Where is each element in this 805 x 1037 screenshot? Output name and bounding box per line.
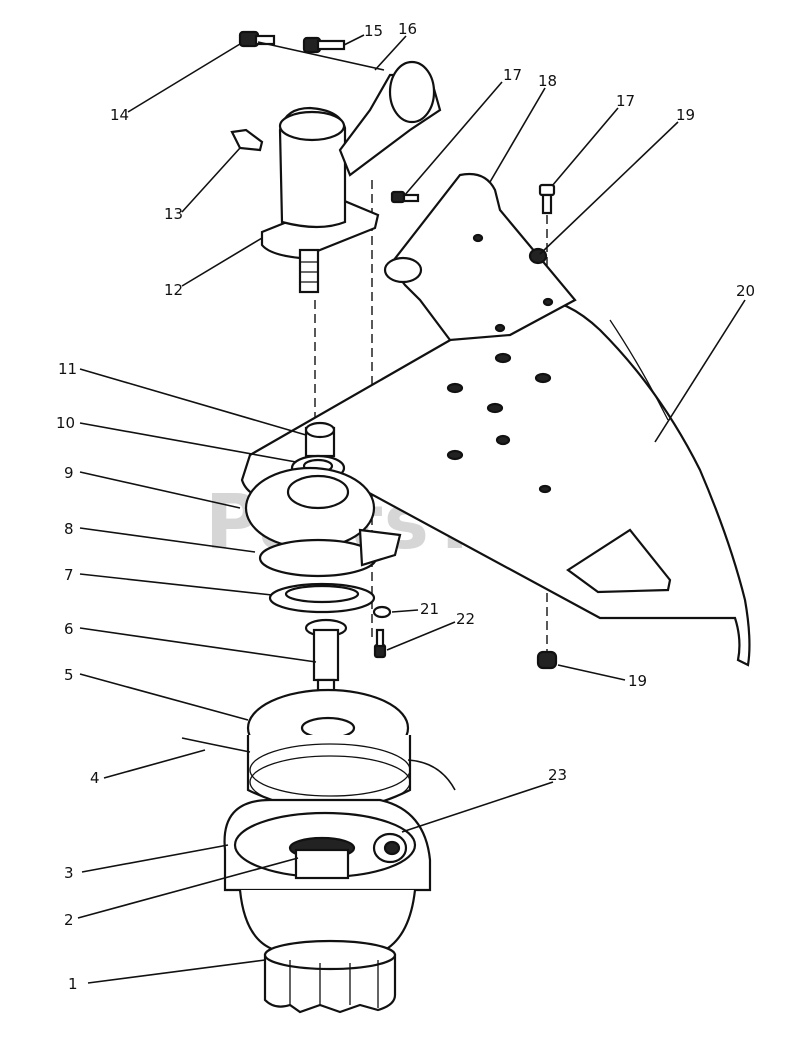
part-gearhead [260,60,442,294]
part-2-gear [288,836,356,880]
part-5-spool [246,688,412,812]
callout-3: 3 [64,864,74,882]
callout-19-upper: 19 [676,106,695,124]
part-screw-17-right [538,183,556,215]
part-guard-deflector [240,297,751,667]
callout-16: 16 [398,20,417,38]
part-nut-19-lower [536,650,558,670]
part-8-housing [258,528,402,578]
callout-21: 21 [420,600,439,618]
callout-15: 15 [364,22,383,40]
callout-5: 5 [64,666,74,684]
part-screw-22 [373,628,387,659]
part-washer-21 [372,605,392,619]
callout-17-left: 17 [503,66,522,84]
callout-4: 4 [90,769,100,787]
callout-13: 13 [164,205,183,223]
callout-8: 8 [64,520,74,538]
callout-22: 22 [456,610,475,628]
leader-lines [77,34,746,984]
callout-10: 10 [56,414,75,432]
callout-17-right: 17 [616,92,635,110]
callout-6: 6 [64,620,74,638]
callout-20: 20 [736,282,755,300]
part-bracket [383,172,577,342]
part-11-spacer [304,421,336,458]
callout-12: 12 [164,281,183,299]
callout-1: 1 [68,975,78,993]
part-3-housing [223,798,432,952]
part-1-knob [263,939,397,1014]
callout-23: 23 [548,766,567,784]
callout-7: 7 [64,566,74,584]
part-screw-15 [302,36,346,54]
part-screw-17-left [390,190,420,204]
part-screw-13 [230,128,264,152]
callout-9: 9 [64,464,74,482]
part-23-bushing [372,832,408,864]
callout-19-lower: 19 [628,672,647,690]
callout-11: 11 [58,360,77,378]
callout-2: 2 [64,911,74,929]
part-4-trimmer-line [181,737,456,791]
part-7-bearing-ring [268,582,376,614]
callout-18: 18 [538,72,557,90]
part-9-plate [244,466,376,550]
callout-numbers: 1 2 3 4 5 6 7 8 9 10 11 12 13 14 15 16 1… [56,20,755,993]
callout-14: 14 [110,106,129,124]
